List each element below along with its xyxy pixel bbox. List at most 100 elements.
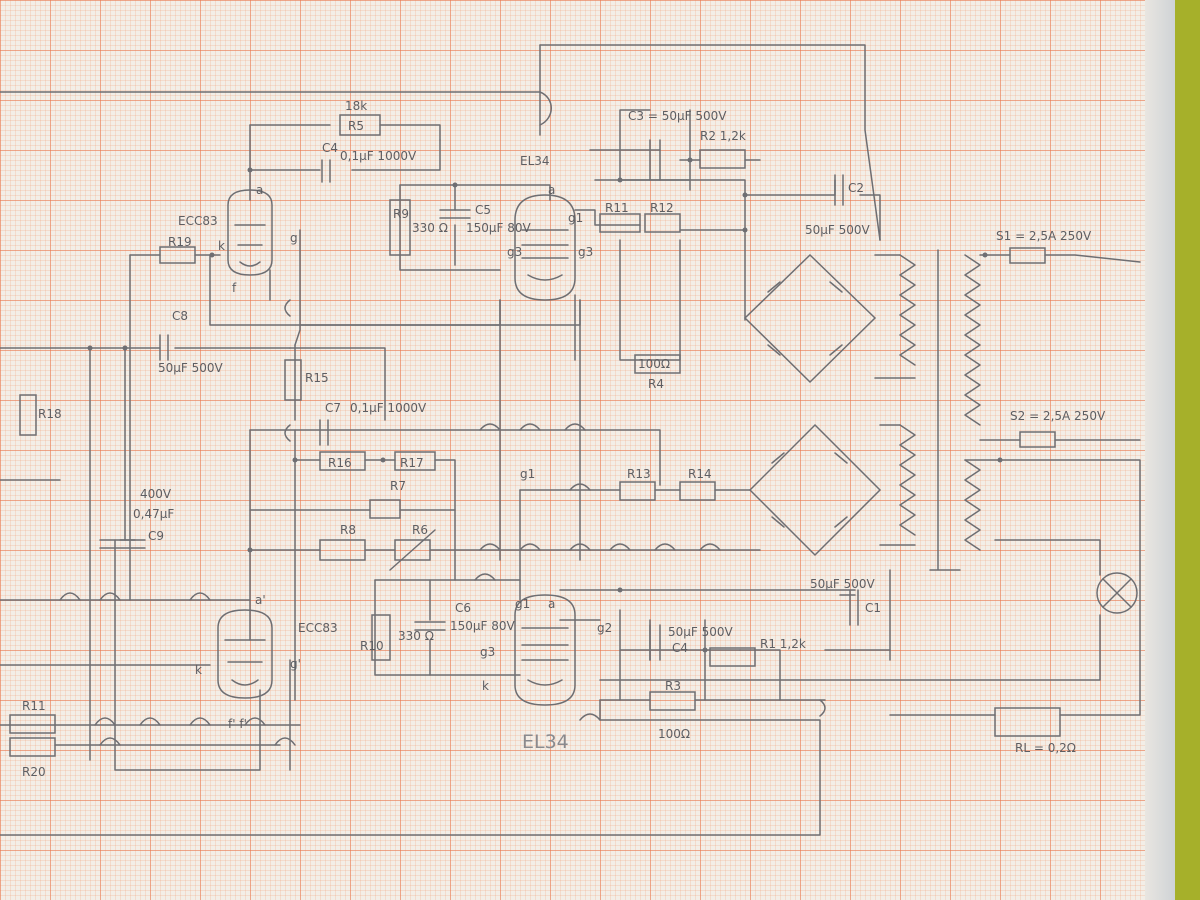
label-v1-grid: g [290,231,298,245]
label-r3-value: 100Ω [658,727,690,741]
resistor-r4 [634,354,681,374]
fuse-s2 [1019,431,1056,448]
transformer [599,249,1141,716]
label-v4-g2: g2 [597,621,612,635]
junction-dots [87,157,1003,653]
label-c2: C2 [848,181,864,195]
capacitor-c8 [159,334,169,361]
label-r4-value: 100Ω [638,357,670,371]
label-c4-value: 0,1µF 1000V [340,149,417,163]
label-v2-grid: g' [290,657,301,671]
background-cloth [1175,0,1200,900]
label-c5-value: 150µF 80V [466,221,532,235]
label-r12: R12 [650,201,674,215]
label-c8-value: 50µF 500V [158,361,224,375]
label-fuse-s1: S1 = 2,5A 250V [996,229,1092,243]
lamp-icon [1096,572,1138,614]
label-v3-anode: a [548,183,555,197]
label-c3: C3 = 50µF 500V [628,109,727,123]
label-v1-cathode: k [218,239,225,253]
label-c9-value: 0,47µF [133,507,174,521]
label-fuse-s2: S2 = 2,5A 250V [1010,409,1106,423]
capacitor-c9 [99,539,146,549]
label-c1: C1 [865,601,881,615]
resistor-r8 [319,539,366,561]
label-v1-heater: f [232,281,237,295]
graph-paper [0,0,1145,900]
label-c9: C9 [148,529,164,543]
label-r20: R20 [22,765,46,779]
label-v2-heater: f' f' [228,717,247,731]
label-v4-g3: g3 [480,645,495,659]
label-r9: R9 [393,207,409,221]
label-v3-g3: g3 [507,245,522,259]
resistor-r20 [9,737,56,757]
label-r1: R1 1,2k [760,637,806,651]
label-r19: R19 [168,235,192,249]
resistor-r15 [284,359,302,401]
label-c8: C8 [172,309,188,323]
label-r5-value: 18k [345,99,367,113]
resistor-r12 [644,213,681,233]
label-r10: R10 [360,639,384,653]
label-tube-v3: EL34 [520,154,550,168]
label-c7: C7 [325,401,341,415]
label-c7-value: 0,1µF 1000V [350,401,427,415]
label-r4: R4 [648,377,664,391]
capacitor-c3 [649,139,661,181]
label-r3: R3 [665,679,681,693]
tube-v1 [227,189,273,276]
label-c6-value: 150µF 80V [450,619,516,633]
label-r15: R15 [305,371,329,385]
label-r14: R14 [688,467,712,481]
resistor-r16 [319,451,366,471]
resistor-r3 [649,691,696,711]
capacitor-c4b [649,624,661,661]
tube-v3 [514,194,576,301]
label-r2: R2 1,2k [700,129,746,143]
label-r9-value: 330 Ω [412,221,448,235]
label-c4: C4 [322,141,338,155]
resistor-r14 [679,481,716,501]
label-tube-v1: ECC83 [178,214,218,228]
resistor-r7 [369,499,401,519]
label-v4-cathode: k [482,679,489,693]
label-r7: R7 [390,479,406,493]
label-v3-g1: g1 [568,211,583,225]
label-r17: R17 [400,456,424,470]
resistor-rl [994,707,1061,737]
label-r11: R11 [605,201,629,215]
label-r5: R5 [348,119,364,133]
resistor-r9 [389,199,411,256]
resistor-r1 [709,647,756,667]
label-tube-v4: EL34 [522,731,569,753]
label-v4-g1-top: g1 [520,467,535,481]
label-c9-voltage: 400V [140,487,172,501]
label-r13: R13 [627,467,651,481]
label-v2-cathode: k [195,663,202,677]
resistor-r11 [599,213,641,233]
fuse-s1 [1009,247,1046,264]
rectifier-bridge-top [743,253,877,384]
capacitor-c6 [414,621,446,631]
capacitors [99,139,859,661]
label-c2-value: 50µF 500V [805,223,871,237]
label-c4b-value: 50µF 500V [668,625,734,639]
label-r8: R8 [340,523,356,537]
label-v3-g3b: g3 [578,245,593,259]
potentiometer-arrow [389,529,436,571]
resistor-r17 [394,451,436,471]
label-r16: R16 [328,456,352,470]
resistor-r19 [159,246,196,264]
capacitor-c7 [319,419,329,446]
component-labels: 18k R5 C3 = 50µF 500V R2 1,2k C2 50µF 50… [22,99,1106,779]
capacitor-c2 [834,174,844,206]
resistor-r18 [19,394,37,436]
resistor-r13 [619,481,656,501]
label-r6: R6 [412,523,428,537]
resistor-r10 [371,614,391,661]
tube-v2 [217,609,273,699]
label-v2-anode: a' [255,593,266,607]
resistor-r11b [9,714,56,734]
